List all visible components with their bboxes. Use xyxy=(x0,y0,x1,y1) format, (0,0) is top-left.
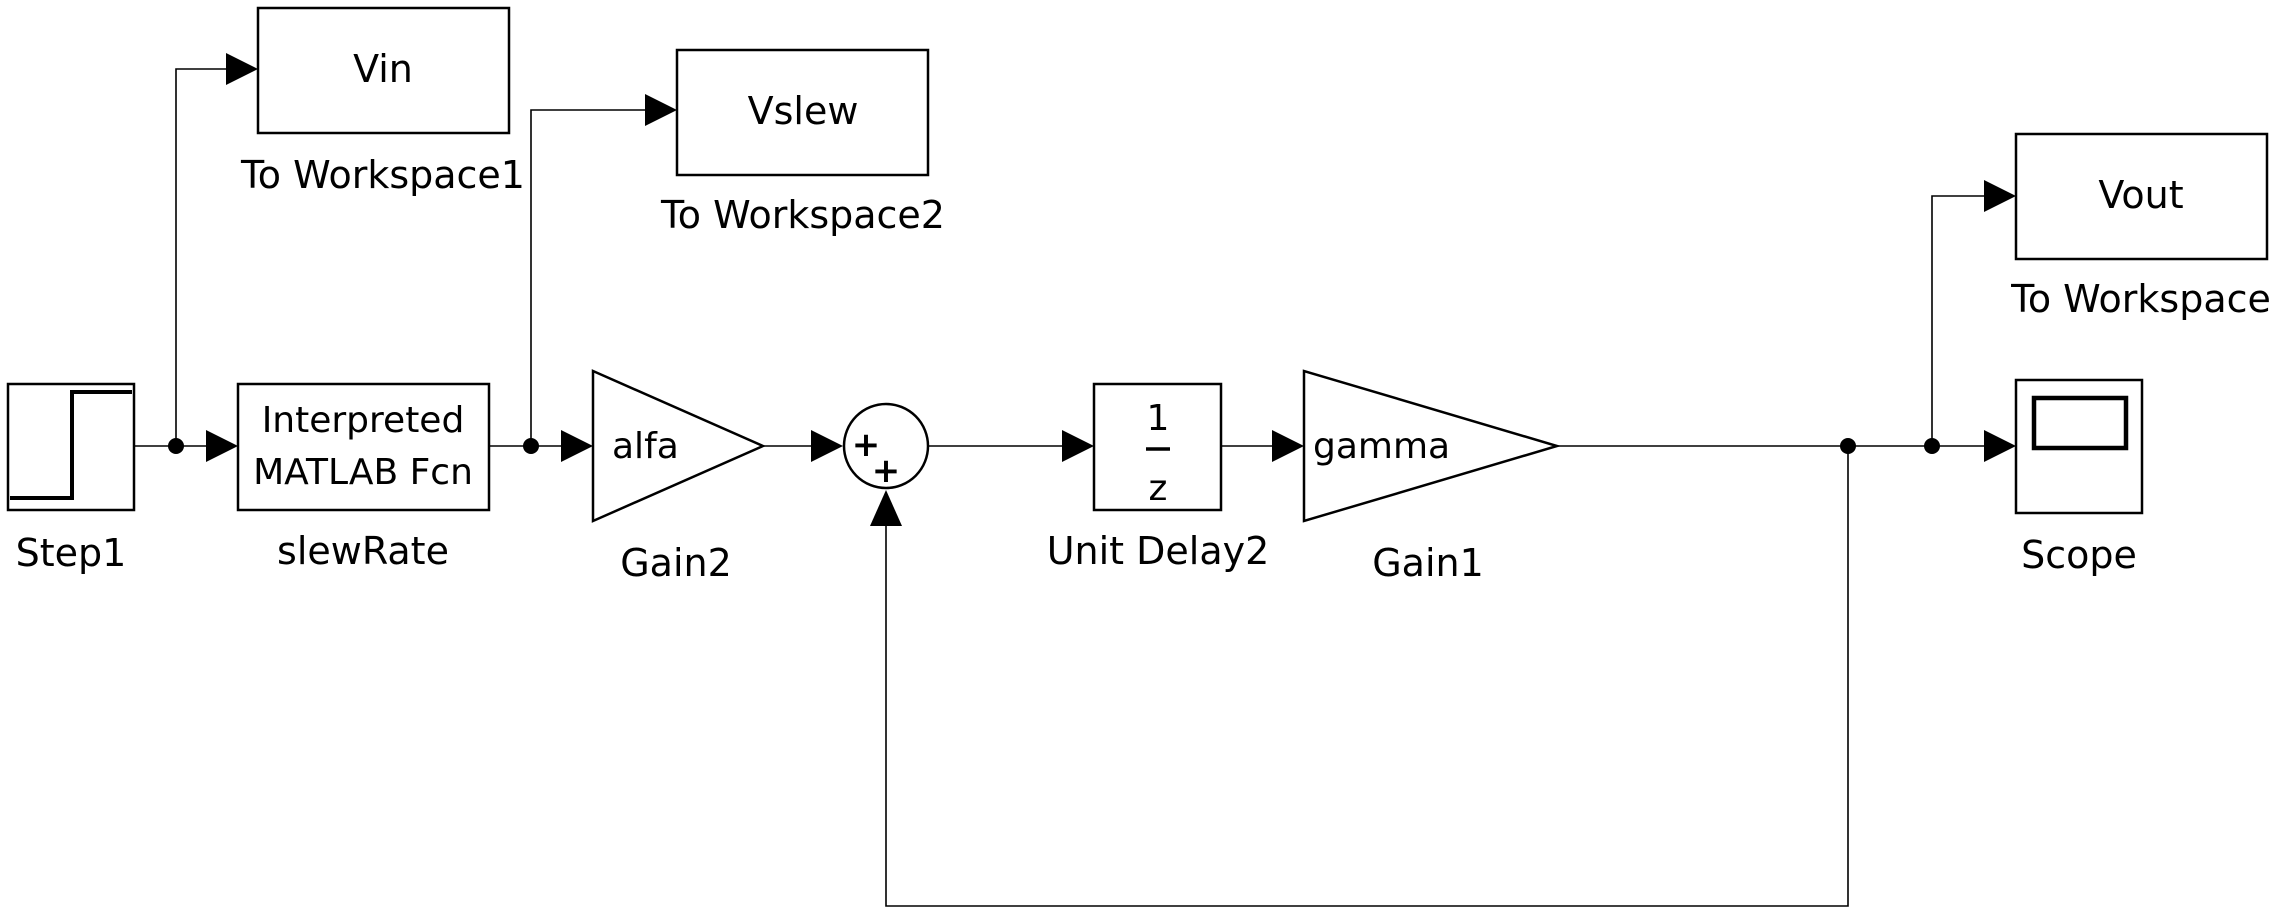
arrow-gain2-input xyxy=(561,430,593,462)
branch-point-feedback xyxy=(1840,438,1856,454)
slewrate-block[interactable]: Interpreted MATLAB Fcn slewRate xyxy=(236,382,491,573)
scope-icon xyxy=(2031,395,2129,451)
to-workspace1-label: To Workspace1 xyxy=(240,153,525,197)
sum-sign-bottom: + xyxy=(872,451,901,491)
slewrate-line1: Interpreted xyxy=(262,400,465,441)
gain2-label: Gain2 xyxy=(620,541,732,585)
to-workspace2-label: To Workspace2 xyxy=(660,193,945,237)
gain1-label: Gain1 xyxy=(1372,541,1484,585)
arrow-workspace2-input xyxy=(645,94,677,126)
workspace1-variable: Vin xyxy=(353,47,413,91)
branch-point-output xyxy=(1924,438,1940,454)
arrow-workspace1-input xyxy=(226,53,258,85)
gain1-value: gamma xyxy=(1313,426,1450,467)
arrow-sum-input-bottom xyxy=(870,490,902,526)
arrow-slewrate-input xyxy=(206,430,238,462)
step-icon xyxy=(10,390,132,500)
sum-sign-left: + xyxy=(852,425,881,465)
delay-numerator: 1 xyxy=(1147,398,1170,439)
slewrate-line2: MATLAB Fcn xyxy=(253,452,473,493)
slewrate-label: slewRate xyxy=(277,529,449,573)
step1-label: Step1 xyxy=(16,531,127,575)
workspace-variable: Vout xyxy=(2098,173,2183,217)
delay-denominator: z xyxy=(1149,468,1168,509)
to-workspace2-block[interactable]: Vslew To Workspace2 xyxy=(660,48,945,237)
arrow-delay-input xyxy=(1062,430,1094,462)
gain1-block[interactable]: gamma Gain1 xyxy=(1302,369,1562,585)
unit-delay2-label: Unit Delay2 xyxy=(1047,529,1270,573)
wire-branch-to-workspace[interactable] xyxy=(1931,195,1984,446)
gain2-value: alfa xyxy=(612,426,679,467)
to-workspace1-block[interactable]: Vin To Workspace1 xyxy=(240,6,525,197)
gain2-block[interactable]: alfa Gain2 xyxy=(591,369,767,585)
arrow-scope-input xyxy=(1984,430,2016,462)
scope-block[interactable]: Scope xyxy=(2014,378,2144,577)
to-workspace-block[interactable]: Vout To Workspace xyxy=(2010,132,2271,321)
branch-point-step xyxy=(168,438,184,454)
unit-delay2-block[interactable]: 1 z Unit Delay2 xyxy=(1047,382,1270,573)
to-workspace-label: To Workspace xyxy=(2010,277,2271,321)
wire-branch-to-workspace1[interactable] xyxy=(175,68,226,446)
signal-lines xyxy=(134,53,2016,907)
wire-feedback-loop[interactable] xyxy=(885,446,1849,907)
sum-block[interactable]: + + xyxy=(842,402,930,491)
step1-block[interactable]: Step1 xyxy=(6,382,136,575)
arrow-sum-input-left xyxy=(811,430,843,462)
arrow-gain1-input xyxy=(1272,430,1304,462)
workspace2-variable: Vslew xyxy=(748,89,859,133)
branch-point-slewrate xyxy=(523,438,539,454)
scope-label: Scope xyxy=(2021,533,2137,577)
wire-branch-to-workspace2[interactable] xyxy=(530,109,645,446)
arrow-workspace-input xyxy=(1984,180,2016,212)
